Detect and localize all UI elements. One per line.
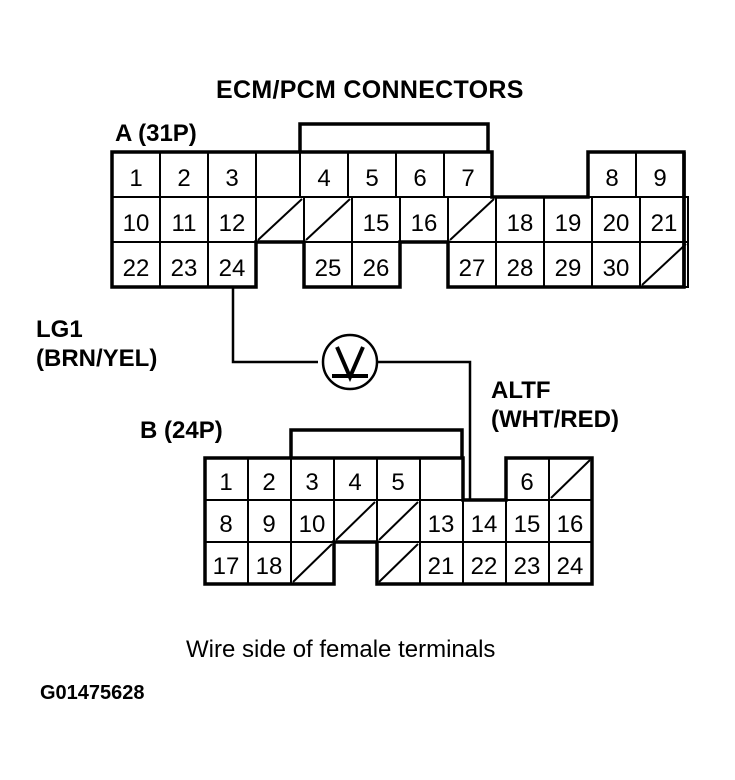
altf-wire [377,360,472,500]
pin-label: 9 [653,165,666,192]
connector-a-row-1: 1 2 3 4 5 6 7 8 9 [111,151,685,198]
connector-a-row-2: 10 11 12 15 16 18 19 [111,196,689,243]
pin-label: 2 [177,165,190,192]
pin-label: 11 [172,210,197,237]
pin-label: 5 [365,165,378,192]
connector-b-row-3: 17 18 21 22 23 24 [204,541,593,585]
pin-cell[interactable] [204,499,249,543]
pin-cell[interactable] [639,196,689,243]
pin-cell[interactable] [207,196,257,243]
pin-label: 10 [123,210,150,237]
pin-label: 4 [317,165,330,192]
pin-label: 14 [471,511,498,538]
pin-label: 15 [514,511,541,538]
blank-slash-icon [305,198,351,241]
pin-label: 2 [262,469,275,496]
pin-label: 29 [555,255,582,282]
pin-cell[interactable] [591,241,641,288]
connector-a-outline [110,150,686,289]
pin-cell[interactable] [351,196,401,243]
pin-label: 13 [428,511,455,538]
pin-label: 28 [507,255,534,282]
pin-label: 4 [348,469,361,496]
pin-label: 30 [603,255,630,282]
pin-cell[interactable] [395,151,445,198]
diagram-title: ECM/PCM CONNECTORS [216,76,524,104]
pin-label: 7 [461,165,474,192]
connector-a-label: A (31P) [115,120,197,147]
pin-label: 16 [411,210,438,237]
pin-label: 22 [123,255,150,282]
pin-cell[interactable] [462,499,507,543]
connector-b-outline [203,456,594,586]
lg1-wire [231,287,318,364]
blank-slash-icon [550,459,591,499]
connector-a-tab [298,122,490,152]
pin-label: 23 [514,553,541,580]
diagram-caption: Wire side of female terminals [186,636,495,663]
pin-label: 1 [129,165,142,192]
connector-a[interactable]: 1 2 3 4 5 6 7 8 9 [110,122,689,289]
pin-label: 8 [219,511,232,538]
pin-label: 23 [171,255,198,282]
pin-label: 27 [459,255,486,282]
pin-cell[interactable] [376,457,421,501]
blank-slash-icon [378,543,419,583]
pin-label: 24 [219,255,246,282]
blank-slash-icon [257,198,303,241]
pin-label: 21 [651,210,678,237]
lg1-label-line2: (BRN/YEL) [36,345,157,372]
connector-b-row-1: 1 2 3 4 5 6 [204,457,593,501]
altf-label-line1: ALTF [491,377,551,404]
pin-label: 6 [413,165,426,192]
pin-label: 25 [315,255,342,282]
blank-slash-icon [292,543,333,583]
pin-label: 16 [557,511,584,538]
pin-label: 19 [555,210,582,237]
pin-label: 18 [507,210,534,237]
pin-cell[interactable] [159,241,209,288]
blank-slash-icon [378,501,419,541]
pin-label: 6 [520,469,533,496]
pin-cell[interactable] [247,541,292,585]
pin-label: 18 [256,553,283,580]
voltmeter[interactable] [321,333,379,391]
pin-label: 10 [299,511,326,538]
figure-id: G01475628 [40,682,145,704]
blank-slash-icon [641,243,687,286]
blank-slash-icon [449,198,495,241]
connector-b[interactable]: 1 2 3 4 5 6 8 9 [203,428,594,586]
pin-cell[interactable] [505,499,550,543]
connector-b-tab [289,428,464,458]
pin-label: 17 [213,553,240,580]
pin-label: 24 [557,553,584,580]
pin-label: 15 [363,210,390,237]
pin-label: 26 [363,255,390,282]
connector-b-label: B (24P) [140,417,223,444]
blank-slash-icon [335,501,376,541]
lg1-label-line1: LG1 [36,316,83,343]
pin-label: 3 [305,469,318,496]
pin-label: 1 [219,469,232,496]
pin-label: 5 [391,469,404,496]
pin-label: 20 [603,210,630,237]
pin-label: 22 [471,553,498,580]
pin-label: 8 [605,165,618,192]
pin-label: 9 [262,511,275,538]
connector-b-row-2: 8 9 10 13 14 15 16 [204,499,593,543]
pin-cell[interactable] [548,499,593,543]
altf-label-line2: (WHT/RED) [491,406,619,433]
pin-cell[interactable] [543,196,593,243]
pin-label: 3 [225,165,238,192]
pin-label: 21 [428,553,455,580]
pin-cell[interactable] [495,196,545,243]
pin-label: 12 [219,210,246,237]
